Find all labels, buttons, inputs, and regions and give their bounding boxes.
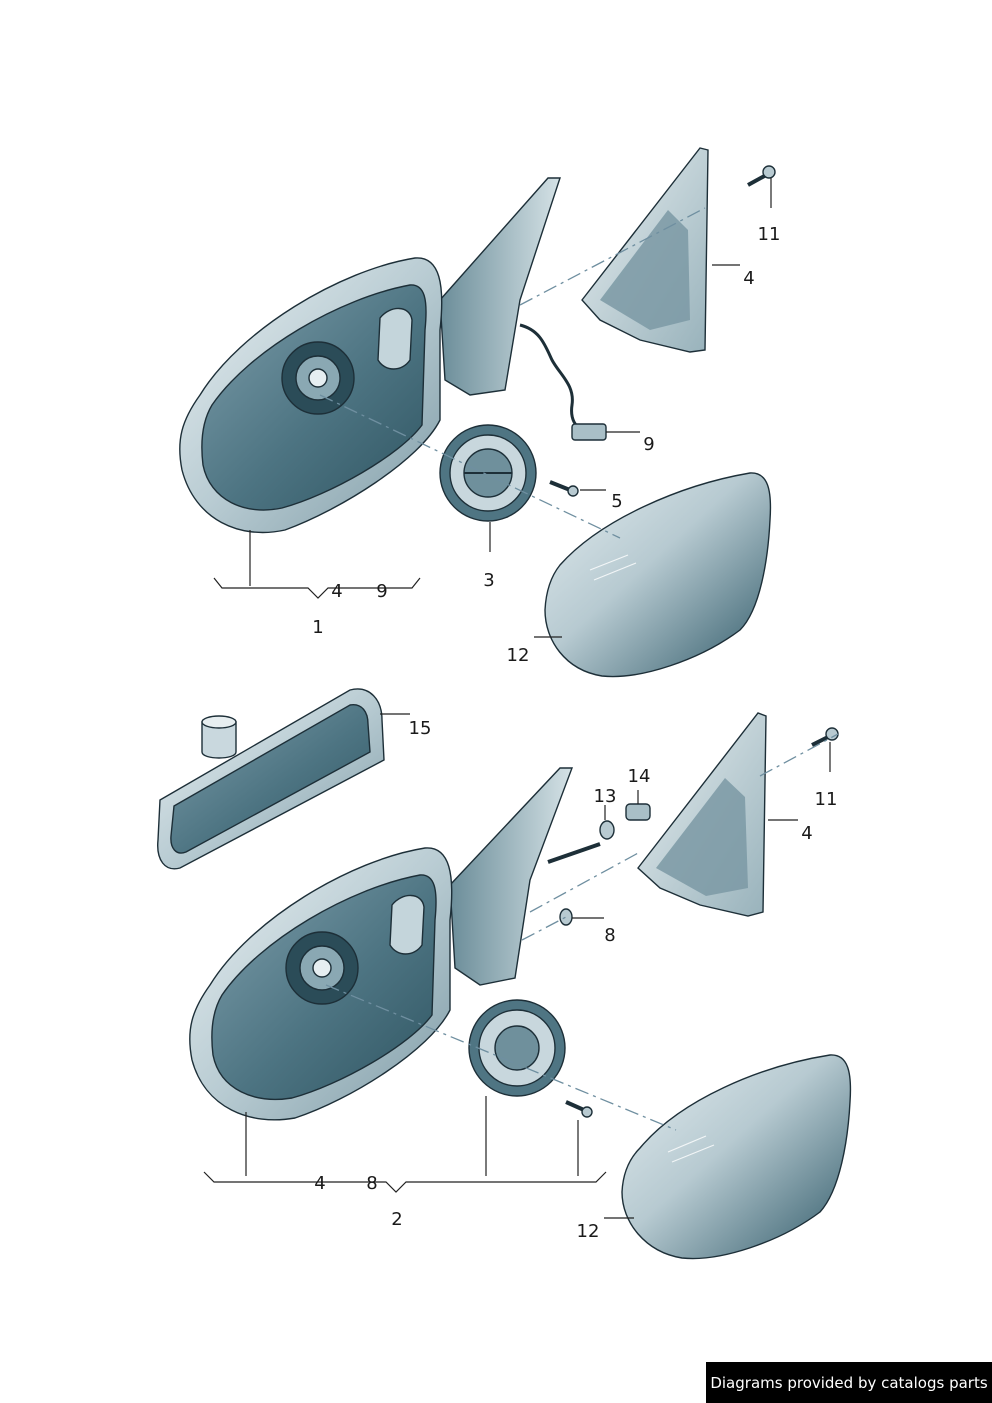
callout-4-top: 4 xyxy=(743,268,754,289)
callout-9-top: 9 xyxy=(643,434,654,455)
mirror-glass-12-bottom xyxy=(621,1054,852,1260)
screw-adjuster-bottom xyxy=(565,1100,593,1118)
credit-text: Diagrams provided by catalogs parts xyxy=(710,1373,988,1392)
callout-labels: 11 4 9 5 3 12 4 9 1 15 14 13 11 4 8 4 8 … xyxy=(312,224,837,1242)
axis-line-bottom-1 xyxy=(759,733,839,777)
callout-8: 8 xyxy=(604,925,615,946)
mirror-arm-bottom xyxy=(449,767,574,986)
bracket-label-4-bottom: 4 xyxy=(314,1173,325,1194)
glass-adjuster-bottom xyxy=(468,999,566,1097)
callout-11-top: 11 xyxy=(758,224,781,245)
callout-15: 15 xyxy=(409,718,432,739)
interior-mirror-15 xyxy=(157,688,385,870)
mirror-arm-top xyxy=(439,177,561,396)
assembly-label-1: 1 xyxy=(312,617,323,638)
axis-line-top-2 xyxy=(319,394,621,539)
axis-line-bottom-3 xyxy=(521,916,567,941)
glass-reflection-top xyxy=(589,554,637,581)
axis-line-bottom-4 xyxy=(325,984,677,1131)
callout-12-bottom: 12 xyxy=(577,1221,600,1242)
callout-12-top: 12 xyxy=(507,645,530,666)
glass-reflection-bottom xyxy=(667,1135,715,1163)
bracket-label-9-top: 9 xyxy=(376,581,387,602)
cable-grommet-top xyxy=(377,307,413,370)
wiring-cable-top xyxy=(519,323,586,434)
bracket-label-4-top: 4 xyxy=(331,581,342,602)
axis-line-top-1 xyxy=(519,207,706,306)
callout-13: 13 xyxy=(594,786,617,807)
triangle-trim-inner-bottom xyxy=(656,778,748,896)
callout-3: 3 xyxy=(483,570,494,591)
nut-13 xyxy=(599,820,615,840)
connector-9 xyxy=(571,423,607,441)
mounting-stud xyxy=(547,842,601,864)
clip-8 xyxy=(559,908,573,926)
credit-banner: Diagrams provided by catalogs parts xyxy=(706,1362,992,1403)
bolt-14 xyxy=(625,803,651,821)
assembly-label-2: 2 xyxy=(391,1209,402,1230)
axis-line-bottom-2 xyxy=(529,851,641,913)
bracket-label-8-bottom: 8 xyxy=(366,1173,377,1194)
cable-grommet-bottom xyxy=(389,894,425,955)
mirror-glass-12-top xyxy=(544,472,772,678)
callout-14: 14 xyxy=(628,766,651,787)
top-assembly xyxy=(179,147,776,678)
bracket-1 xyxy=(213,577,421,599)
callout-5: 5 xyxy=(611,491,622,512)
triangle-trim-inner-top xyxy=(600,210,690,330)
screw-5 xyxy=(549,480,579,497)
adjuster-motor-top xyxy=(281,341,355,415)
callout-11-bottom: 11 xyxy=(815,789,838,810)
adjuster-motor-bottom xyxy=(285,931,359,1005)
screw-11-top xyxy=(747,165,776,187)
callout-4-bottom: 4 xyxy=(801,823,812,844)
bottom-assembly xyxy=(157,688,852,1260)
glass-adjuster-3 xyxy=(439,424,537,522)
bracket-2 xyxy=(203,1171,607,1193)
